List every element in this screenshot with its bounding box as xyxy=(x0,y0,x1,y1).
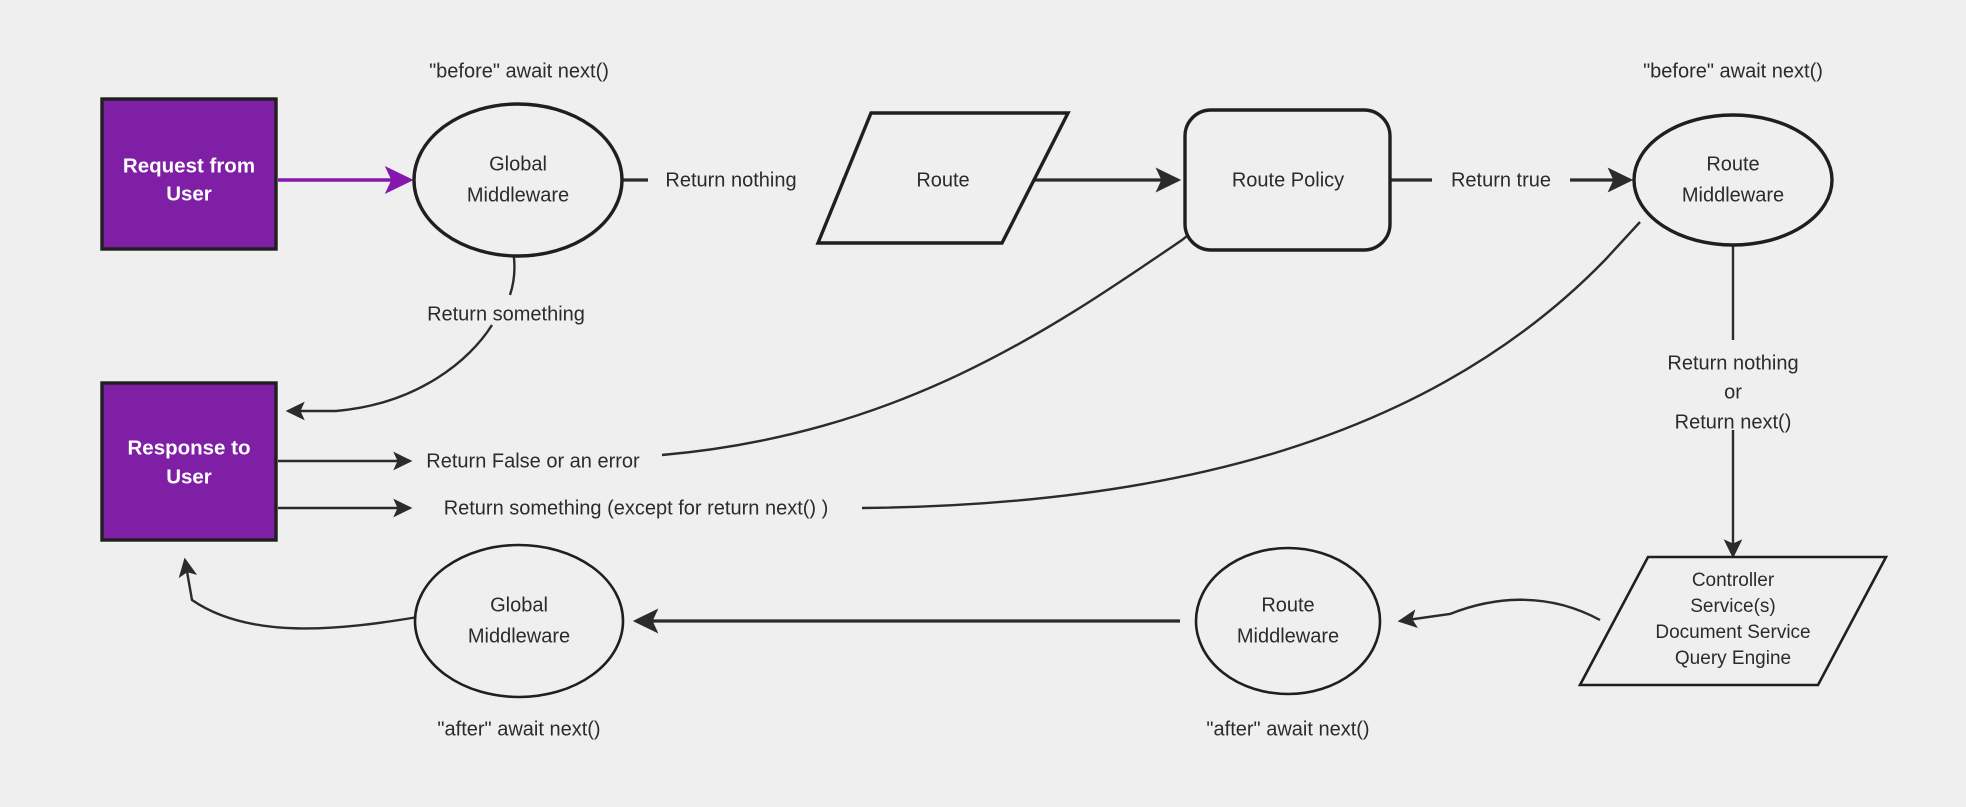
global-middleware-bottom-shape xyxy=(413,543,625,699)
route-middleware-top-label-line1: Route xyxy=(1706,153,1759,175)
annotation-before-await-next-route-mw: "before" await next() xyxy=(1643,60,1823,82)
global-middleware-bottom-label-line1: Global xyxy=(490,594,548,616)
edge-route-middleware-return-something-except: Return something (except for return next… xyxy=(278,221,1641,519)
edge-label-return-something: Return something xyxy=(427,303,585,325)
edge-label-return-nothing: Return nothing xyxy=(665,169,796,191)
route-middleware-bottom-label-line1: Route xyxy=(1261,594,1314,616)
controller-label-line4: Query Engine xyxy=(1675,648,1791,669)
route-policy-label: Route Policy xyxy=(1232,169,1344,191)
route-policy-shape xyxy=(1183,108,1392,252)
node-controller-services[interactable]: Controller Service(s) Document Service Q… xyxy=(1577,555,1889,687)
global-middleware-top-label-line2: Middleware xyxy=(467,184,569,206)
edge-label-return-something-except: Return something (except for return next… xyxy=(444,497,829,519)
response-box-shape xyxy=(100,381,278,542)
node-request-from-user[interactable]: Request from User xyxy=(100,97,278,251)
route-middleware-top-shape xyxy=(1632,113,1834,247)
route-middleware-top-label-line2: Middleware xyxy=(1682,184,1784,206)
edge-label-return-true: Return true xyxy=(1451,169,1551,191)
node-global-middleware-bottom[interactable]: Global Middleware xyxy=(413,543,625,699)
edge-route-policy-to-route-middleware: Return true xyxy=(1390,167,1634,193)
node-route-middleware-top[interactable]: Route Middleware xyxy=(1632,113,1834,247)
route-shape xyxy=(815,111,1071,245)
global-middleware-top-shape xyxy=(412,102,624,258)
response-label-line1: Response to xyxy=(127,436,250,459)
global-middleware-bottom-label-line2: Middleware xyxy=(468,625,570,647)
request-box-shape xyxy=(100,97,278,251)
request-label-line2: User xyxy=(166,182,212,205)
edge-route-middleware-to-controller: Return nothing or Return next() xyxy=(1667,242,1799,559)
node-response-to-user[interactable]: Response to User xyxy=(100,381,278,542)
node-route-policy[interactable]: Route Policy xyxy=(1183,108,1392,252)
edge-controller-to-route-middleware-bottom xyxy=(1397,598,1601,628)
edge-label-return-false-or-error: Return False or an error xyxy=(426,450,640,472)
request-label-line1: Request from xyxy=(123,154,255,177)
edge-label-return-nothing-or-next-line2: or xyxy=(1724,381,1742,403)
node-route[interactable]: Route xyxy=(815,111,1071,245)
annotation-after-await-next-global: "after" await next() xyxy=(437,718,600,740)
controller-label-line2: Service(s) xyxy=(1690,596,1776,617)
edge-global-middleware-bottom-to-response xyxy=(178,557,419,630)
global-middleware-top-label-line1: Global xyxy=(489,153,547,175)
route-middleware-bottom-label-line2: Middleware xyxy=(1237,625,1339,647)
route-middleware-bottom-shape xyxy=(1194,546,1382,696)
edge-label-return-nothing-or-next-line1: Return nothing xyxy=(1667,352,1798,374)
response-label-line2: User xyxy=(166,465,212,488)
controller-label-line1: Controller xyxy=(1692,570,1775,591)
route-label: Route xyxy=(916,169,969,191)
edge-route-policy-return-false: Return False or an error xyxy=(278,215,1213,472)
controller-label-line3: Document Service xyxy=(1655,622,1810,643)
annotation-before-await-next-global: "before" await next() xyxy=(429,60,609,82)
edge-label-return-nothing-or-next-line3: Return next() xyxy=(1675,411,1792,433)
node-route-middleware-bottom[interactable]: Route Middleware xyxy=(1194,546,1382,696)
annotation-after-await-next-route-mw: "after" await next() xyxy=(1206,718,1369,740)
controller-shape xyxy=(1577,555,1889,687)
node-global-middleware-top[interactable]: Global Middleware xyxy=(412,102,624,258)
